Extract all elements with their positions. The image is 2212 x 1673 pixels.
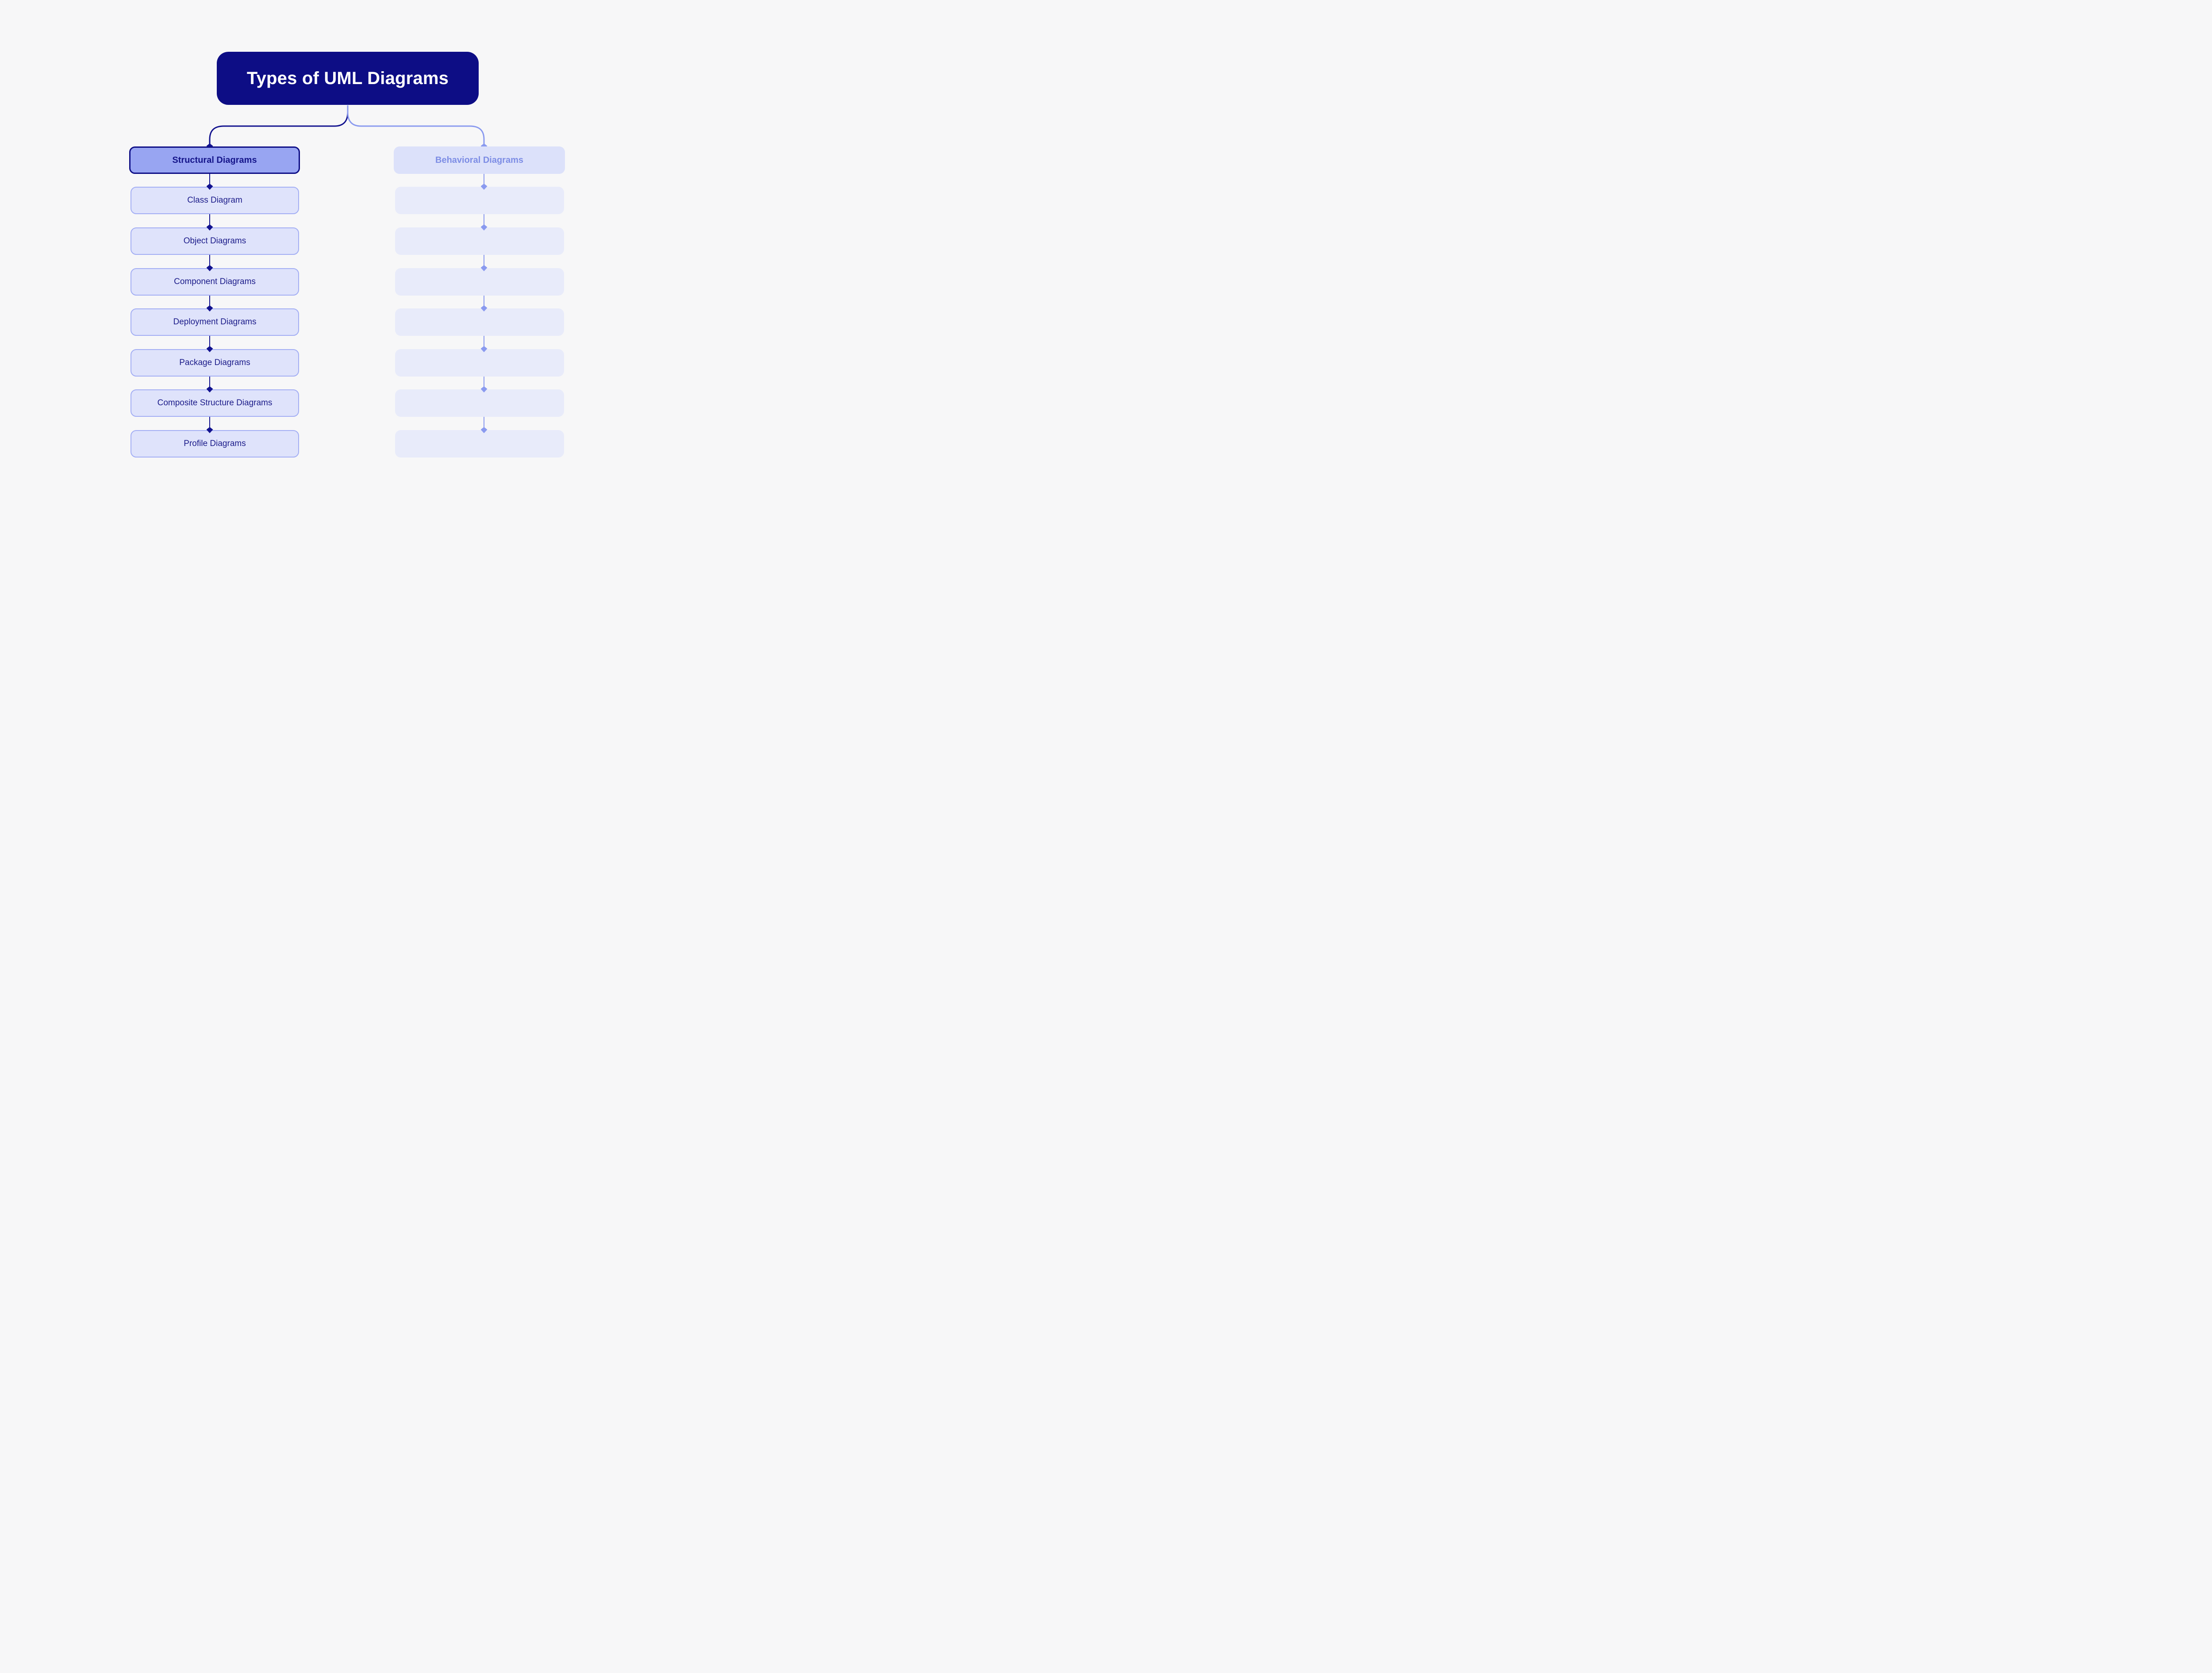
- connector-line: [483, 377, 485, 387]
- connector-line: [209, 174, 211, 184]
- connector-line: [483, 296, 485, 306]
- behavioral-item-placeholder-1[interactable]: [395, 187, 564, 214]
- behavioral-item-placeholder-7[interactable]: [395, 430, 564, 458]
- connector-line: [209, 214, 211, 225]
- connector-line: [209, 377, 211, 387]
- diagram-canvas: Types of UML Diagrams Structural Diagram…: [0, 0, 694, 520]
- connector-line: [483, 174, 485, 184]
- structural-item-profile-diagrams[interactable]: Profile Diagrams: [131, 430, 299, 458]
- structural-item-component-diagrams[interactable]: Component Diagrams: [131, 268, 299, 296]
- connector-line: [209, 417, 211, 427]
- connector-line: [483, 214, 485, 225]
- behavioral-item-placeholder-2[interactable]: [395, 227, 564, 255]
- connector-line: [209, 336, 211, 346]
- structural-item-object-diagrams[interactable]: Object Diagrams: [131, 227, 299, 255]
- structural-diagrams-node[interactable]: Structural Diagrams: [129, 146, 300, 174]
- connector-line: [209, 296, 211, 306]
- behavioral-item-placeholder-4[interactable]: [395, 308, 564, 336]
- behavioral-branch-line: [347, 105, 485, 144]
- connector-line: [209, 255, 211, 265]
- structural-item-package-diagrams[interactable]: Package Diagrams: [131, 349, 299, 377]
- structural-item-class-diagram[interactable]: Class Diagram: [131, 187, 299, 214]
- behavioral-item-placeholder-5[interactable]: [395, 349, 564, 377]
- connector-line: [483, 336, 485, 346]
- behavioral-diagrams-node[interactable]: Behavioral Diagrams: [394, 146, 565, 174]
- behavioral-item-placeholder-6[interactable]: [395, 389, 564, 417]
- branch-connectors: [209, 105, 485, 144]
- behavioral-item-placeholder-3[interactable]: [395, 268, 564, 296]
- connector-line: [483, 255, 485, 265]
- connector-line: [483, 417, 485, 427]
- structural-item-composite-structure-diagrams[interactable]: Composite Structure Diagrams: [131, 389, 299, 417]
- structural-item-deployment-diagrams[interactable]: Deployment Diagrams: [131, 308, 299, 336]
- page-title[interactable]: Types of UML Diagrams: [217, 52, 479, 105]
- structural-branch-line: [209, 105, 349, 144]
